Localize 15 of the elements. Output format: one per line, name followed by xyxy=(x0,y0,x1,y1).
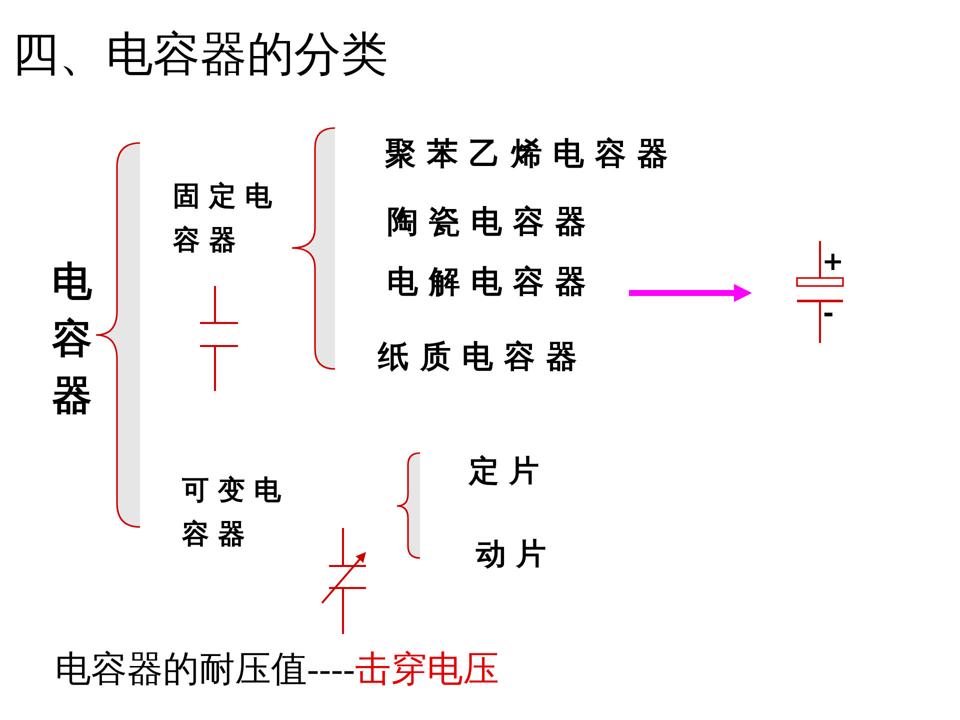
part-label: 定片 xyxy=(469,453,549,491)
type-label: 纸质电容器 xyxy=(378,338,588,377)
type-label: 电解电容器 xyxy=(387,262,597,302)
arrow xyxy=(629,284,752,302)
type-label: 聚苯乙烯电容器 xyxy=(385,135,679,174)
page-title: 四、电容器的分类 xyxy=(12,29,388,81)
minus-sign: - xyxy=(823,301,834,327)
plus-sign: + xyxy=(822,249,844,275)
footer-text: 电容器的耐压值---- xyxy=(55,649,355,689)
part-label: 动片 xyxy=(476,536,556,574)
type-label: 陶瓷电容器 xyxy=(387,203,597,242)
category-label: 电容器 xyxy=(52,258,93,421)
footer-highlight: 击穿电压 xyxy=(354,649,499,689)
subcategory-label: 固定电容器 xyxy=(173,180,282,258)
subcategory-label: 可变电容器 xyxy=(182,474,291,552)
